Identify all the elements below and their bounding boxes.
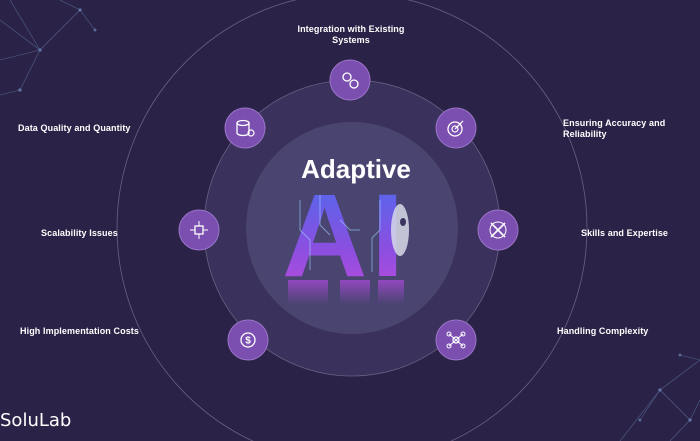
- circuit-lines: [299, 195, 381, 272]
- challenge-icons: $: [178, 59, 519, 361]
- brand-logo: SoluLab: [0, 410, 72, 431]
- label-skills: Skills and Expertise: [581, 228, 669, 238]
- label-integration: Integration with Existing Systems: [297, 24, 405, 45]
- icon-circle-accuracy: [435, 107, 477, 149]
- network-decoration-bottom-right: [619, 353, 700, 441]
- icon-circle-costs: $: [227, 319, 269, 361]
- icon-circle-skills: [477, 209, 519, 251]
- target-arrow-icon: [447, 120, 464, 137]
- ai-reflection: [288, 280, 404, 304]
- icon-circle-data-quality: [224, 107, 266, 149]
- svg-text:$: $: [245, 336, 251, 347]
- label-complexity: Handling Complexity: [557, 326, 649, 336]
- gears-icon: [342, 72, 359, 89]
- hub-network-icon: [446, 331, 466, 349]
- ai-graphic: AI: [282, 170, 409, 304]
- icon-circle-scalability: [178, 209, 220, 251]
- center-title: Adaptive: [301, 154, 411, 184]
- cube-network-icon: [190, 221, 208, 239]
- label-data-quality: Data Quality and Quantity: [18, 123, 131, 133]
- tools-icon: [489, 221, 507, 239]
- network-decoration-top-left: [0, 0, 97, 96]
- database-gear-icon: [236, 119, 255, 137]
- outer-ring: [116, 0, 588, 441]
- robot-face-icon: [391, 204, 409, 256]
- icon-circle-complexity: [435, 319, 477, 361]
- label-costs: High Implementation Costs: [20, 326, 140, 336]
- icon-circle-integration: [329, 59, 371, 101]
- label-scalability: Scalability Issues: [41, 228, 118, 238]
- dollar-cycle-icon: $: [240, 332, 256, 348]
- label-accuracy: Ensuring Accuracy and Reliability: [563, 118, 666, 139]
